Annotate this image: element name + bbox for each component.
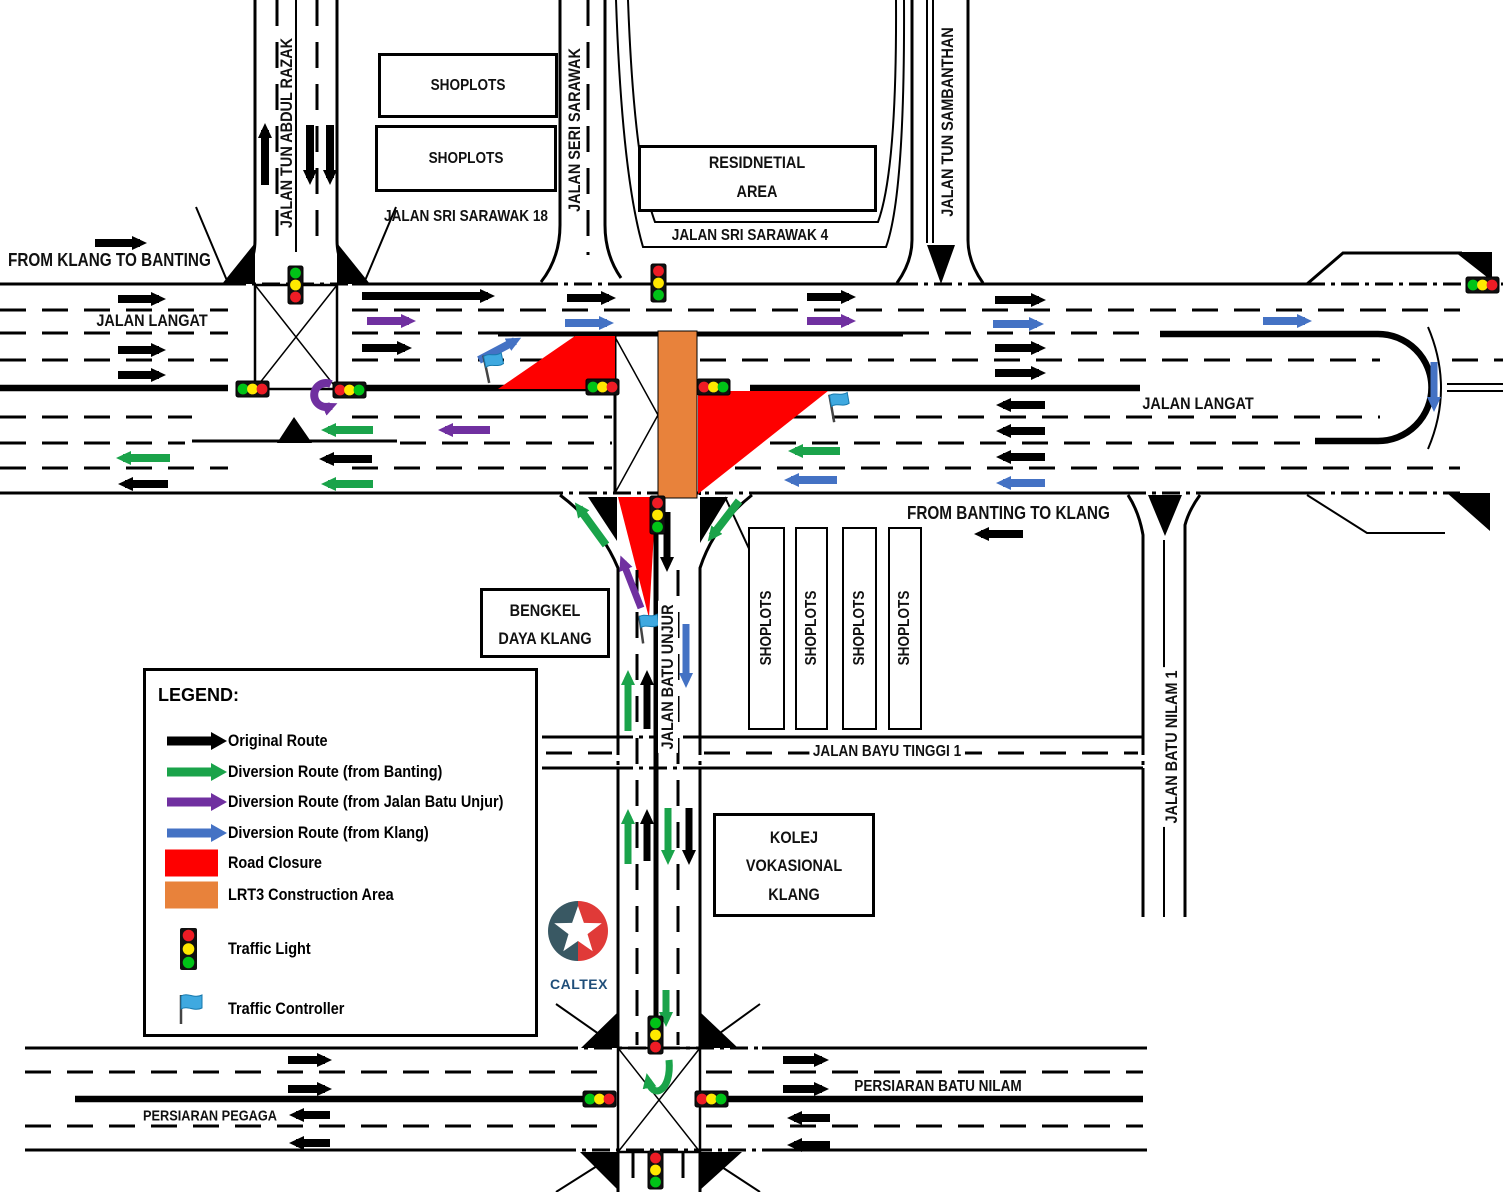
diversion-batu-unjur-arrow-icon (167, 793, 227, 811)
bengkel-label-1: BENGKEL (509, 601, 581, 620)
persiaran-batu-nilam-label: PERSIARAN BATU NILAM (854, 1078, 1022, 1095)
traffic-light-icon (287, 265, 304, 305)
kolej-label-2: VOKASIONAL (745, 856, 843, 875)
traffic-light-icon (582, 1090, 617, 1108)
jalan-langat-east-label: JALAN LANGAT (1142, 394, 1254, 413)
road-jalan-sri-sarawak-4 (615, 0, 906, 248)
from-klang-to-banting-label: FROM KLANG TO BANTING (8, 250, 211, 270)
intersection-lrt3-construction (498, 330, 828, 618)
lrt3-construction-area (657, 330, 698, 499)
legend-label: Traffic Controller (228, 999, 345, 1018)
shoplots-top-1-label: SHOPLOTS (430, 77, 506, 94)
road-closure-swatch-icon (165, 849, 218, 877)
shoplots-v3-label: SHOPLOTS (851, 590, 868, 666)
residential-area-box (638, 145, 877, 212)
persiaran-pegaga-label: PERSIARAN PEGAGA (143, 1107, 277, 1125)
residential-area-label-2: AREA (736, 182, 778, 201)
jalan-bayu-tinggi-1-label: JALAN BAYU TINGGI 1 (809, 743, 965, 761)
traffic-light-icon (180, 928, 197, 970)
jalan-sri-sarawak-18-label: JALAN SRI SARAWAK 18 (384, 208, 548, 225)
lrt3-area-swatch-icon (165, 881, 218, 909)
legend-label: LRT3 Construction Area (228, 885, 394, 904)
diversion-batu-unjur-arrows (310, 314, 856, 610)
traffic-light-icon (332, 381, 367, 399)
bengkel-label-2: DAYA KLANG (498, 629, 592, 648)
road-closure-west (498, 336, 615, 389)
road-jalan-batu-unjur (559, 493, 759, 1192)
jalan-tun-abdul-razak-label: JALAN TUN ABDUL RAZAK (277, 37, 296, 229)
shoplots-top-2-label: SHOPLOTS (428, 150, 504, 167)
legend-label: Traffic Light (228, 939, 311, 958)
traffic-light-icon (1465, 276, 1500, 294)
legend-item-lrt3-area: LRT3 Construction Area (146, 881, 535, 909)
slip-roads-far-right (1447, 252, 1492, 531)
shoplots-box-v1 (748, 527, 785, 730)
original-route-arrow-icon (167, 732, 227, 750)
road-closure-east (698, 391, 828, 494)
kolej-label-3: KLANG (768, 885, 820, 904)
legend-label: Original Route (228, 731, 328, 750)
kolej-vokasional-box (713, 813, 875, 917)
jalan-batu-nilam-1-label: JALAN BATU NILAM 1 (1162, 667, 1182, 827)
caltex-label: CALTEX (550, 976, 608, 992)
shoplots-box-v3 (842, 527, 877, 730)
road-jalan-tun-abdul-razak (234, 0, 358, 286)
legend-title: LEGEND: (158, 685, 239, 705)
legend-box: LEGEND: Original Route Diversion Route (… (143, 668, 538, 1037)
from-banting-to-klang-label: FROM BANTING TO KLANG (907, 503, 1110, 523)
original-route-arrows (95, 123, 1046, 1152)
diversion-klang-arrow-icon (167, 824, 227, 842)
bengkel-daya-klang-box (480, 588, 610, 658)
road-jalan-seri-sarawak (539, 0, 623, 283)
legend-item-traffic-controller: Traffic Controller (146, 991, 535, 1027)
traffic-light-icon (235, 380, 270, 398)
legend-item-diversion-batu-unjur: Diversion Route (from Jalan Batu Unjur) (146, 788, 535, 816)
shoplots-box-top-1 (378, 53, 558, 118)
traffic-light-icon (585, 378, 620, 396)
shoplots-v4-label: SHOPLOTS (896, 590, 913, 666)
traffic-light-icon (647, 1015, 664, 1055)
legend-item-original-route: Original Route (146, 727, 535, 755)
caltex-logo (548, 901, 608, 961)
traffic-controller-flag-icon (482, 350, 509, 385)
legend-label: Road Closure (228, 853, 322, 872)
jalan-sri-sarawak-4-label: JALAN SRI SARAWAK 4 (671, 227, 829, 244)
traffic-light-icon (694, 1090, 729, 1108)
road-closure-south (618, 497, 656, 618)
legend-label: Diversion Route (from Jalan Batu Unjur) (228, 792, 504, 811)
legend-label: Diversion Route (from Klang) (228, 823, 429, 842)
jalan-batu-unjur-label: JALAN BATU UNJUR (658, 601, 678, 753)
road-jalan-tun-sambanthan (895, 0, 985, 284)
intersection-jalan-tun-abdul-razak (195, 206, 397, 443)
traffic-light-icon (647, 1150, 664, 1190)
shoplots-box-top-2 (375, 125, 557, 192)
legend-label: Diversion Route (from Banting) (228, 762, 443, 781)
traffic-light-icon (696, 378, 731, 396)
traffic-light-icon (649, 495, 666, 535)
shoplots-v1-label: SHOPLOTS (758, 590, 775, 666)
residential-area-label-1: RESIDNETIAL (708, 153, 806, 172)
shoplots-box-v2 (795, 527, 828, 730)
legend-item-diversion-banting: Diversion Route (from Banting) (146, 758, 535, 786)
legend-item-traffic-light: Traffic Light (146, 926, 535, 972)
diversion-banting-arrows (116, 423, 840, 1095)
diversion-banting-arrow-icon (167, 763, 227, 781)
legend-item-road-closure: Road Closure (146, 849, 535, 877)
legend-item-diversion-klang: Diversion Route (from Klang) (146, 819, 535, 847)
traffic-light-icon (650, 263, 667, 303)
jalan-seri-sarawak-label: JALAN SERI SARAWAK (565, 48, 584, 212)
shoplots-v2-label: SHOPLOTS (803, 590, 820, 666)
jalan-langat-west-label: JALAN LANGAT (96, 311, 208, 330)
shoplots-box-v4 (888, 527, 922, 730)
traffic-controller-flag-icon (179, 994, 203, 1024)
kolej-label-1: KOLEJ (769, 828, 819, 847)
jalan-tun-sambanthan-label: JALAN TUN SAMBANTHAN (938, 27, 957, 217)
